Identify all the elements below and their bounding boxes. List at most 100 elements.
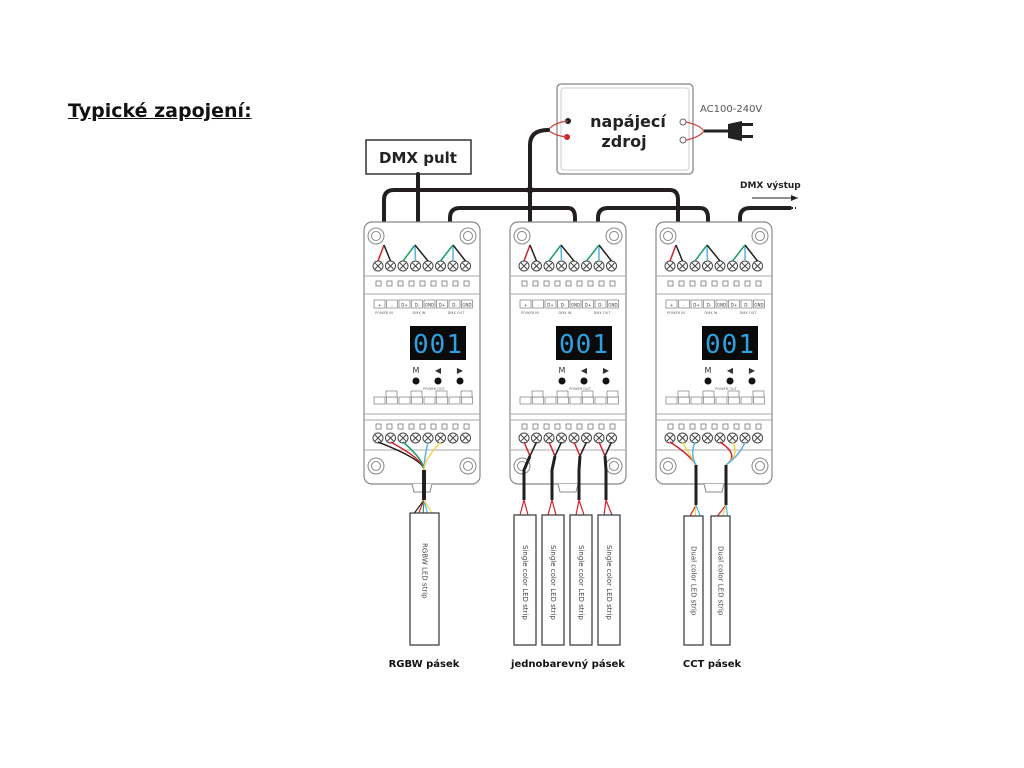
power-supply: napájecí zdroj AC100-240V xyxy=(556,83,762,175)
terminal-label: + xyxy=(378,303,381,308)
display-value: 001 xyxy=(705,330,755,360)
decoder-button[interactable] xyxy=(434,377,442,385)
decoder-button[interactable] xyxy=(558,377,566,385)
button-label: ▶ xyxy=(603,366,610,375)
single-cable xyxy=(577,455,582,500)
terminal-label: GND xyxy=(754,303,763,308)
mount-hole-icon xyxy=(367,227,385,245)
terminal-label: D+ xyxy=(731,303,737,308)
terminal-label: GND xyxy=(717,303,726,308)
led-strip-body xyxy=(569,514,593,646)
decoder-button[interactable] xyxy=(704,377,712,385)
led-strip-label: RGBW LED strip xyxy=(421,543,429,599)
power-out-label: POWER OUT xyxy=(715,387,737,391)
decoder-button[interactable] xyxy=(748,377,756,385)
led-strip-body xyxy=(541,514,565,646)
terminal-group-label: DMX OUT xyxy=(448,311,466,315)
terminal-group-label: DMX OUT xyxy=(594,311,612,315)
dmx-output-label: DMX výstup xyxy=(740,181,801,191)
button-label: ◀ xyxy=(581,366,588,375)
led-strip: Dual color LED strip xyxy=(710,515,731,646)
button-label: M xyxy=(559,366,566,375)
led-strip: Single color LED strip xyxy=(513,514,537,646)
power-supply-label-1: napájecí xyxy=(590,112,667,131)
terminal-label: D- xyxy=(744,303,749,308)
led-strip: Single color LED strip xyxy=(597,514,621,646)
terminal-label: + xyxy=(670,303,673,308)
decoder-button[interactable] xyxy=(456,377,464,385)
led-strip: Single color LED strip xyxy=(541,514,565,646)
terminal-label: D- xyxy=(707,303,712,308)
button-label: M xyxy=(413,366,420,375)
decoder-button[interactable] xyxy=(726,377,734,385)
terminal-label: D- xyxy=(452,303,457,308)
terminal-group-label: DMX IN xyxy=(413,311,426,315)
decoder-button[interactable] xyxy=(602,377,610,385)
terminal-group-label: POWER IN xyxy=(521,311,539,315)
mount-hole-icon xyxy=(459,227,477,245)
button-label: M xyxy=(705,366,712,375)
terminal-label: D- xyxy=(561,303,566,308)
terminal-label: - xyxy=(683,303,685,308)
led-strip-label: Dual color LED strip xyxy=(690,546,698,616)
single-cable xyxy=(550,455,557,500)
terminal-label: D+ xyxy=(693,303,699,308)
led-strip-label: Single color LED strip xyxy=(605,545,613,620)
led-display xyxy=(556,326,612,360)
decoder-button[interactable] xyxy=(412,377,420,385)
mount-hole-icon xyxy=(751,457,769,475)
led-strip: RGBW LED strip xyxy=(409,512,440,646)
terminal-label: D+ xyxy=(439,303,445,308)
terminal-label: + xyxy=(524,303,527,308)
terminal-label: D+ xyxy=(547,303,553,308)
led-strip-label: Single color LED strip xyxy=(577,545,585,620)
led-strip-label: Single color LED strip xyxy=(521,545,529,620)
led-strip-label: Single color LED strip xyxy=(549,545,557,620)
led-display xyxy=(410,326,466,360)
dmx-console: DMX pult xyxy=(365,139,472,175)
terminal-group-label: POWER IN xyxy=(375,311,393,315)
terminal-group-label: POWER IN xyxy=(667,311,685,315)
caption-cct: CCT pásek xyxy=(683,658,742,670)
mount-hole-icon xyxy=(513,227,531,245)
terminal-label: GND xyxy=(462,303,471,308)
plug-icon xyxy=(685,121,753,141)
led-strip-label: Dual color LED strip xyxy=(717,546,725,616)
terminal-label: D- xyxy=(598,303,603,308)
single-cable xyxy=(603,455,608,500)
single-cable xyxy=(522,455,532,500)
mount-hole-icon xyxy=(659,227,677,245)
dmx-decoder: + - D+ D- GND D+ D- GND POWER IN DMX IN DMX OUT 001… xyxy=(363,221,481,493)
terminal-label: - xyxy=(537,303,539,308)
led-strip-body xyxy=(409,512,440,646)
terminal-label: D- xyxy=(415,303,420,308)
led-strip-body xyxy=(683,515,704,646)
mount-hole-icon xyxy=(459,457,477,475)
button-label: ◀ xyxy=(727,366,734,375)
terminal-label: - xyxy=(391,303,393,308)
led-strip-body xyxy=(710,515,731,646)
mount-hole-icon xyxy=(605,457,623,475)
mount-hole-icon xyxy=(605,227,623,245)
caption-rgbw: RGBW pásek xyxy=(389,658,460,670)
led-strip-body xyxy=(513,514,537,646)
display-value: 001 xyxy=(559,330,609,360)
page-heading: Typické zapojení: xyxy=(68,100,252,122)
power-out-label: POWER OUT xyxy=(569,387,591,391)
led-display xyxy=(702,326,758,360)
decoder-button[interactable] xyxy=(580,377,588,385)
terminal-label: GND xyxy=(571,303,580,308)
button-label: ◀ xyxy=(435,366,442,375)
power-supply-label-2: zdroj xyxy=(601,132,646,151)
button-label: ▶ xyxy=(749,366,756,375)
terminal-label: D+ xyxy=(401,303,407,308)
terminal-label: GND xyxy=(608,303,617,308)
terminal-group-label: DMX OUT xyxy=(740,311,758,315)
terminal-label: GND xyxy=(425,303,434,308)
led-strip-body xyxy=(597,514,621,646)
button-label: ▶ xyxy=(457,366,464,375)
display-value: 001 xyxy=(413,330,463,360)
mount-hole-icon xyxy=(751,227,769,245)
